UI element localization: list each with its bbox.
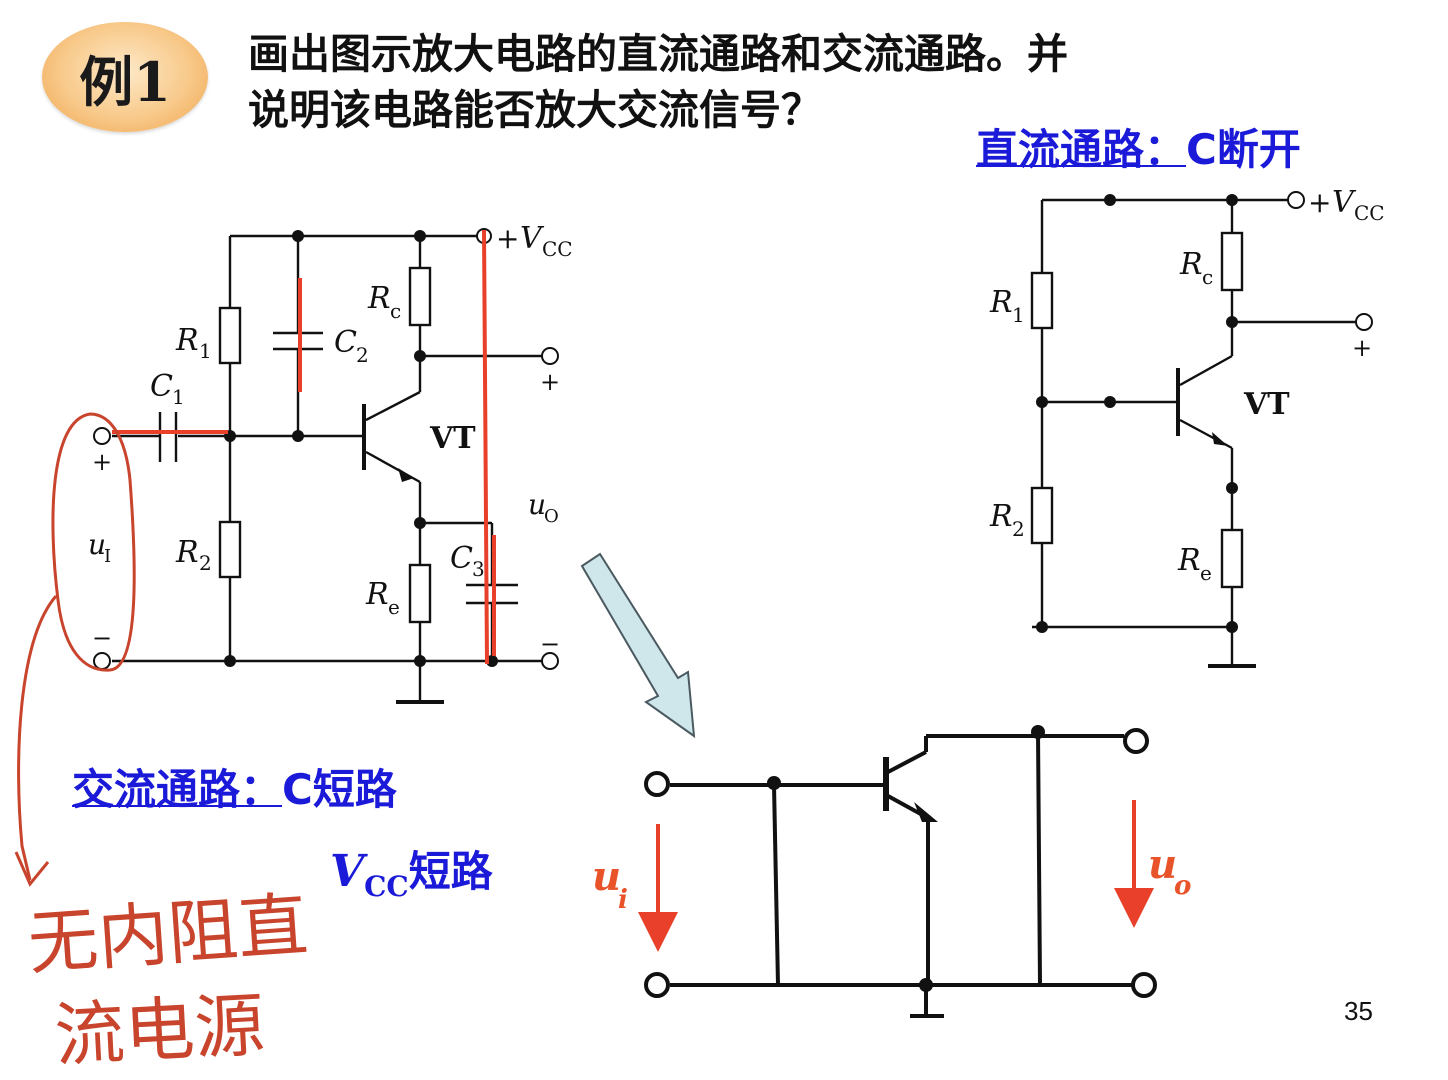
handwritten-line-1: 无内阻直 <box>25 884 310 985</box>
dc-terminals <box>1287 191 1373 331</box>
vcc-v-label: V <box>520 221 545 256</box>
uo-sub-label: O <box>544 506 559 527</box>
c1-label: C <box>150 369 173 404</box>
svg-text:+: + <box>1352 334 1372 362</box>
input-minus-terminal <box>93 652 111 670</box>
output-minus-terminal <box>541 652 559 670</box>
ac-ui-sub-label: i <box>618 885 628 915</box>
ui-sub-label: I <box>104 546 111 567</box>
example-badge: 例1 <box>42 22 208 132</box>
ac-path-labels: u i u o <box>592 841 1191 915</box>
r2-sub-label: 2 <box>199 551 212 575</box>
ac-ui-label: u <box>592 853 621 900</box>
original-circuit-labels: + V CC R 1 R 2 R c R e C 1 C 2 C 3 VT + … <box>88 221 573 658</box>
vcc-short-label: VCC短路 <box>330 838 493 903</box>
ac-path-heading-rest: C短路 <box>282 765 397 814</box>
svg-text:+: + <box>1308 186 1331 219</box>
page-number: 35 <box>1344 996 1373 1026</box>
red-short-marks <box>112 229 496 665</box>
re-label: R <box>365 577 389 612</box>
output-plus-terminal <box>541 347 559 365</box>
question-text: 画出图示放大电路的直流通路和交流通路。并 说明该电路能否放大交流信号？ <box>248 26 1258 138</box>
svg-text:V: V <box>1332 185 1357 220</box>
r2-label: R <box>175 535 199 570</box>
svg-text:e: e <box>1200 561 1212 585</box>
svg-text:CC: CC <box>1354 201 1385 225</box>
c3-label: C <box>450 541 473 576</box>
r1-sub-label: 1 <box>199 339 212 363</box>
output-plus-label: + <box>540 368 560 396</box>
r1-resistor <box>218 306 242 365</box>
rc-label: R <box>367 281 391 316</box>
r1-label: R <box>175 323 199 358</box>
question-line-2: 说明该电路能否放大交流信号？ <box>248 86 822 134</box>
vcc-plus-label: + <box>496 222 519 255</box>
svg-text:R: R <box>989 285 1013 320</box>
vcc-short-v: V <box>330 846 365 897</box>
dc-emitter-arrow-icon <box>1212 432 1228 446</box>
re-resistor <box>408 563 432 624</box>
c2-label: C <box>334 325 357 360</box>
input-plus-terminal <box>93 427 111 445</box>
re-sub-label: e <box>388 595 400 619</box>
svg-text:R: R <box>1179 247 1203 282</box>
vcc-short-text: 短路 <box>408 847 493 896</box>
handwritten-pointer-line <box>17 595 58 881</box>
svg-text:R: R <box>989 499 1013 534</box>
svg-text:R: R <box>1177 543 1201 578</box>
uo-label: u <box>528 488 546 521</box>
rc-resistor <box>408 266 432 327</box>
question-line-1: 画出图示放大电路的直流通路和交流通路。并 <box>248 30 1068 78</box>
c1-sub-label: 1 <box>172 385 185 409</box>
svg-text:2: 2 <box>1012 517 1025 541</box>
r2-resistor <box>218 520 242 579</box>
svg-text:VT: VT <box>1243 387 1290 422</box>
ac-voltage-arrows <box>638 800 1154 952</box>
handwritten-line-2: 流电源 <box>53 984 267 1077</box>
handwritten-annotation: 无内阻直 流电源 <box>14 412 311 1077</box>
ui-label: u <box>88 528 106 561</box>
ac-nodes <box>767 725 1045 992</box>
ac-path-heading-underlined: 交流通路： <box>72 765 283 814</box>
vcc-short-sub: CC <box>364 869 409 903</box>
ac-path-heading: 交流通路：C短路 <box>72 756 397 817</box>
dc-path-heading-underlined: 直流通路： <box>976 125 1187 174</box>
ac-path-circuit <box>670 731 1132 1018</box>
svg-text:c: c <box>1202 265 1213 289</box>
original-circuit <box>112 234 544 704</box>
original-nodes <box>224 230 498 667</box>
handwritten-arrowhead-icon <box>14 851 50 887</box>
dc-nodes <box>1036 194 1238 633</box>
example-badge-text: 例1 <box>79 49 171 114</box>
vt-label: VT <box>429 421 476 456</box>
transistor-emitter-arrow-icon <box>398 468 414 482</box>
rc-sub-label: c <box>390 299 401 323</box>
dc-path-labels: + V CC R 1 R 2 R c R e VT + <box>989 185 1385 585</box>
c2-sub-label: 2 <box>356 343 369 367</box>
ac-terminals <box>644 728 1157 998</box>
ac-uo-label: u <box>1148 841 1177 888</box>
handwritten-ellipse <box>51 412 136 672</box>
ac-emitter-arrow-icon <box>914 802 938 822</box>
c3-sub-label: 3 <box>472 557 485 581</box>
ac-uo-sub-label: o <box>1174 871 1191 901</box>
dc-path-heading: 直流通路：C断开 <box>976 116 1301 177</box>
input-plus-label: + <box>92 448 112 476</box>
transform-arrow-icon <box>580 552 696 739</box>
svg-text:1: 1 <box>1012 303 1025 327</box>
input-minus-label: − <box>92 624 112 652</box>
output-minus-label: − <box>540 630 560 658</box>
vcc-sub-label: CC <box>542 237 573 261</box>
dc-path-heading-rest: C断开 <box>1186 125 1301 174</box>
